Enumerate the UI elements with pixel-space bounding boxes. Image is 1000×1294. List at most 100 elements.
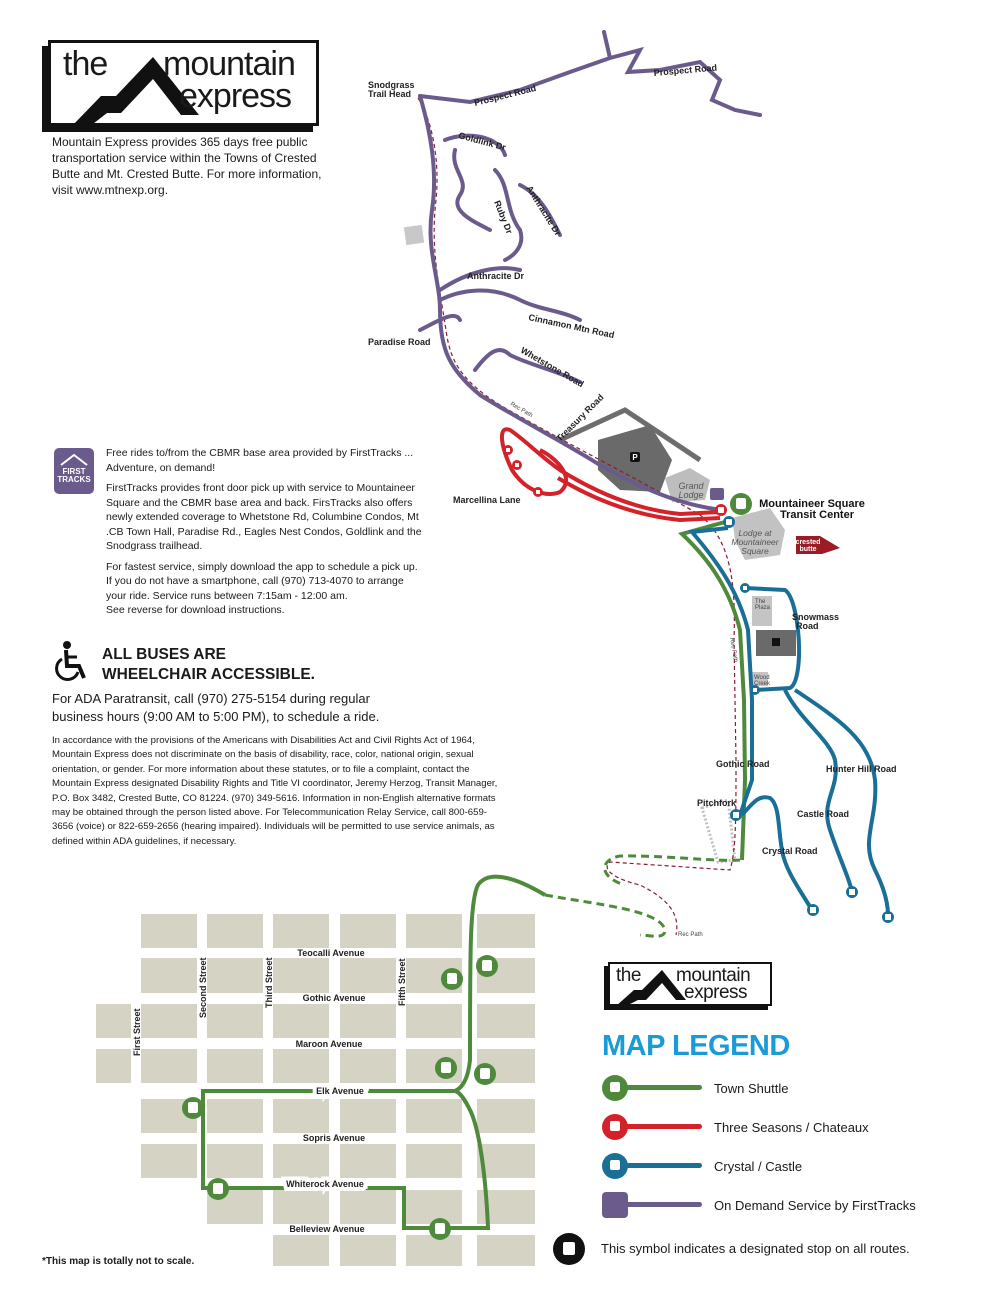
bus-stop-icon[interactable]: [750, 685, 760, 695]
building: [403, 224, 425, 246]
elk-label: Elk Avenue: [316, 1086, 364, 1096]
firsttracks-stop-icon[interactable]: [710, 488, 724, 500]
legend-label: Three Seasons / Chateaux: [714, 1120, 869, 1135]
legend-label: This symbol indicates a designated stop …: [601, 1241, 910, 1256]
legend-label: Crystal / Castle: [714, 1159, 803, 1174]
bus-stop-icon[interactable]: [435, 1057, 457, 1079]
paratransit-text: For ADA Paratransit, call (970) 275-5154…: [52, 691, 380, 724]
three-seasons-route: [500, 427, 721, 517]
mountain-logo-icon: [71, 57, 199, 127]
scale-disclaimer: *This map is totally not to scale.: [42, 1256, 195, 1267]
wood-creek-building: [752, 672, 768, 686]
pitchfork-label: Pitchfork: [697, 798, 737, 808]
transit-center-label: Mountaineer Square: [759, 498, 865, 510]
accessibility-heading-2: WHEELCHAIR ACCESSIBLE.: [102, 666, 315, 683]
wood-creek-label: Wood: [754, 675, 770, 681]
intro-text: Mountain Express provides 365 days free …: [52, 135, 322, 197]
rec-path-label-3: Rec Path: [678, 932, 703, 938]
bus-stop-icon[interactable]: [207, 1178, 229, 1200]
parking-icon: [630, 452, 640, 462]
second-street-label: Second Street: [198, 957, 208, 1018]
bus-stop-icon[interactable]: [476, 955, 498, 977]
firsttracks-p2: FirstTracks provides front door pick up …: [106, 482, 422, 552]
treasury-road-label: Treasury Road: [554, 392, 605, 443]
parking-icon-2: [772, 638, 780, 646]
anthracite-dr-label: Anthracite Dr: [524, 184, 563, 238]
accessibility-heading: ALL BUSES ARE WHEELCHAIR ACCESSIBLE.: [102, 645, 352, 685]
bus-stop-icon[interactable]: [715, 504, 727, 516]
fifth-street-label: Fifth Street: [397, 958, 407, 1006]
bus-stop-icon[interactable]: [723, 516, 735, 528]
town-shuttle-loop: [201, 874, 547, 1230]
firsttracks-icon: [602, 1192, 628, 1218]
logo-text-the: the: [616, 965, 641, 986]
rec-path-label-2: Rec Path: [728, 637, 738, 662]
firsttracks-info: Free rides to/from the CBMR base area pr…: [106, 446, 426, 624]
treasury-road: [558, 407, 702, 463]
plaza-label-2: Plaza: [755, 605, 771, 611]
legend-label: On Demand Service by FirstTracks: [714, 1198, 916, 1213]
grand-lodge-building: [665, 468, 710, 502]
firsttracks-p4: See reverse for download instructions.: [106, 604, 285, 616]
bus-stop-icon[interactable]: [182, 1097, 204, 1119]
legend-label: Town Shuttle: [714, 1081, 789, 1096]
lodge-label: Lodge at: [738, 528, 772, 538]
lodge-label-2: Mountaineer: [731, 537, 779, 547]
town-shuttle-route: [678, 520, 748, 861]
bus-stop-icon[interactable]: [503, 445, 513, 455]
snowmass-label-2: Road: [796, 621, 819, 631]
crystal-road-label: Crystal Road: [762, 846, 818, 856]
snodgrass-label-2: Trail Head: [368, 89, 411, 99]
sopris-label: Sopris Avenue: [303, 1133, 365, 1143]
bus-stop-icon[interactable]: [512, 460, 522, 470]
firsttracks-roads: [418, 30, 762, 512]
bus-stop-icon: [602, 1075, 628, 1101]
bus-stop-icon: [553, 1233, 585, 1265]
whiterock-label: Whiterock Avenue: [286, 1179, 364, 1189]
nondiscrimination-notice: In accordance with the provisions of the…: [52, 735, 498, 847]
legend-item-crystal-castle: Crystal / Castle: [602, 1153, 982, 1179]
mountain-icon: [60, 453, 88, 466]
bus-stop-icon[interactable]: [441, 968, 463, 990]
bus-stop-icon[interactable]: [846, 886, 858, 898]
lodge-label-3: Square: [741, 546, 769, 556]
badge-text: FIRST: [62, 467, 86, 476]
hunter-hill-label: Hunter Hill Road: [826, 764, 897, 774]
grand-lodge-label: Grand: [678, 481, 704, 491]
accessibility-heading-1: ALL BUSES ARE: [102, 646, 227, 663]
firsttracks-p3: For fastest service, simply download the…: [106, 560, 418, 602]
bus-stop-icon[interactable]: [882, 911, 894, 923]
bus-stop-icon[interactable]: [474, 1063, 496, 1085]
legend-logo: the mountain express: [608, 962, 772, 1006]
legend-item-three-seasons: Three Seasons / Chateaux: [602, 1114, 982, 1140]
gothic-avenue-label: Gothic Avenue: [303, 993, 366, 1003]
bus-stop-icon[interactable]: [730, 493, 752, 515]
bus-stop-icon[interactable]: [807, 904, 819, 916]
mountain-express-logo: the mountain express: [48, 40, 319, 127]
bus-stop-icon: [602, 1114, 628, 1140]
whetstone-label: Whetstone Road: [519, 345, 585, 389]
logo-text-express: express: [684, 982, 748, 1003]
marcellina-label: Marcellina Lane: [453, 495, 521, 505]
bus-stop-icon[interactable]: [740, 583, 750, 593]
bus-stop-icon[interactable]: [730, 809, 742, 821]
bus-stop-icon[interactable]: [533, 487, 543, 497]
badge-text-2: TRACKS: [57, 475, 91, 484]
plaza-label: The: [755, 599, 766, 605]
crystal-castle-route: [688, 526, 890, 916]
crested-butte-text: crested: [796, 539, 821, 546]
logo-text-mountain: mountain: [676, 965, 751, 986]
paradise-road-label: Paradise Road: [368, 337, 431, 347]
bus-stop-icon: [602, 1153, 628, 1179]
wood-creek-label-2: Creek: [754, 681, 771, 687]
belleview-label: Belleview Avenue: [289, 1224, 364, 1234]
bus-stops: [182, 445, 894, 1240]
logo-text-mountain: mountain: [163, 45, 296, 83]
town-shuttle-connector: [544, 893, 667, 938]
bus-stop-icon[interactable]: [429, 1218, 451, 1240]
parking-label: P: [632, 453, 638, 462]
mountain-logo-icon: [616, 970, 686, 1006]
firsttracks-p1: Free rides to/from the CBMR base area pr…: [106, 447, 414, 474]
firsttracks-badge: FIRST TRACKS: [54, 448, 94, 494]
